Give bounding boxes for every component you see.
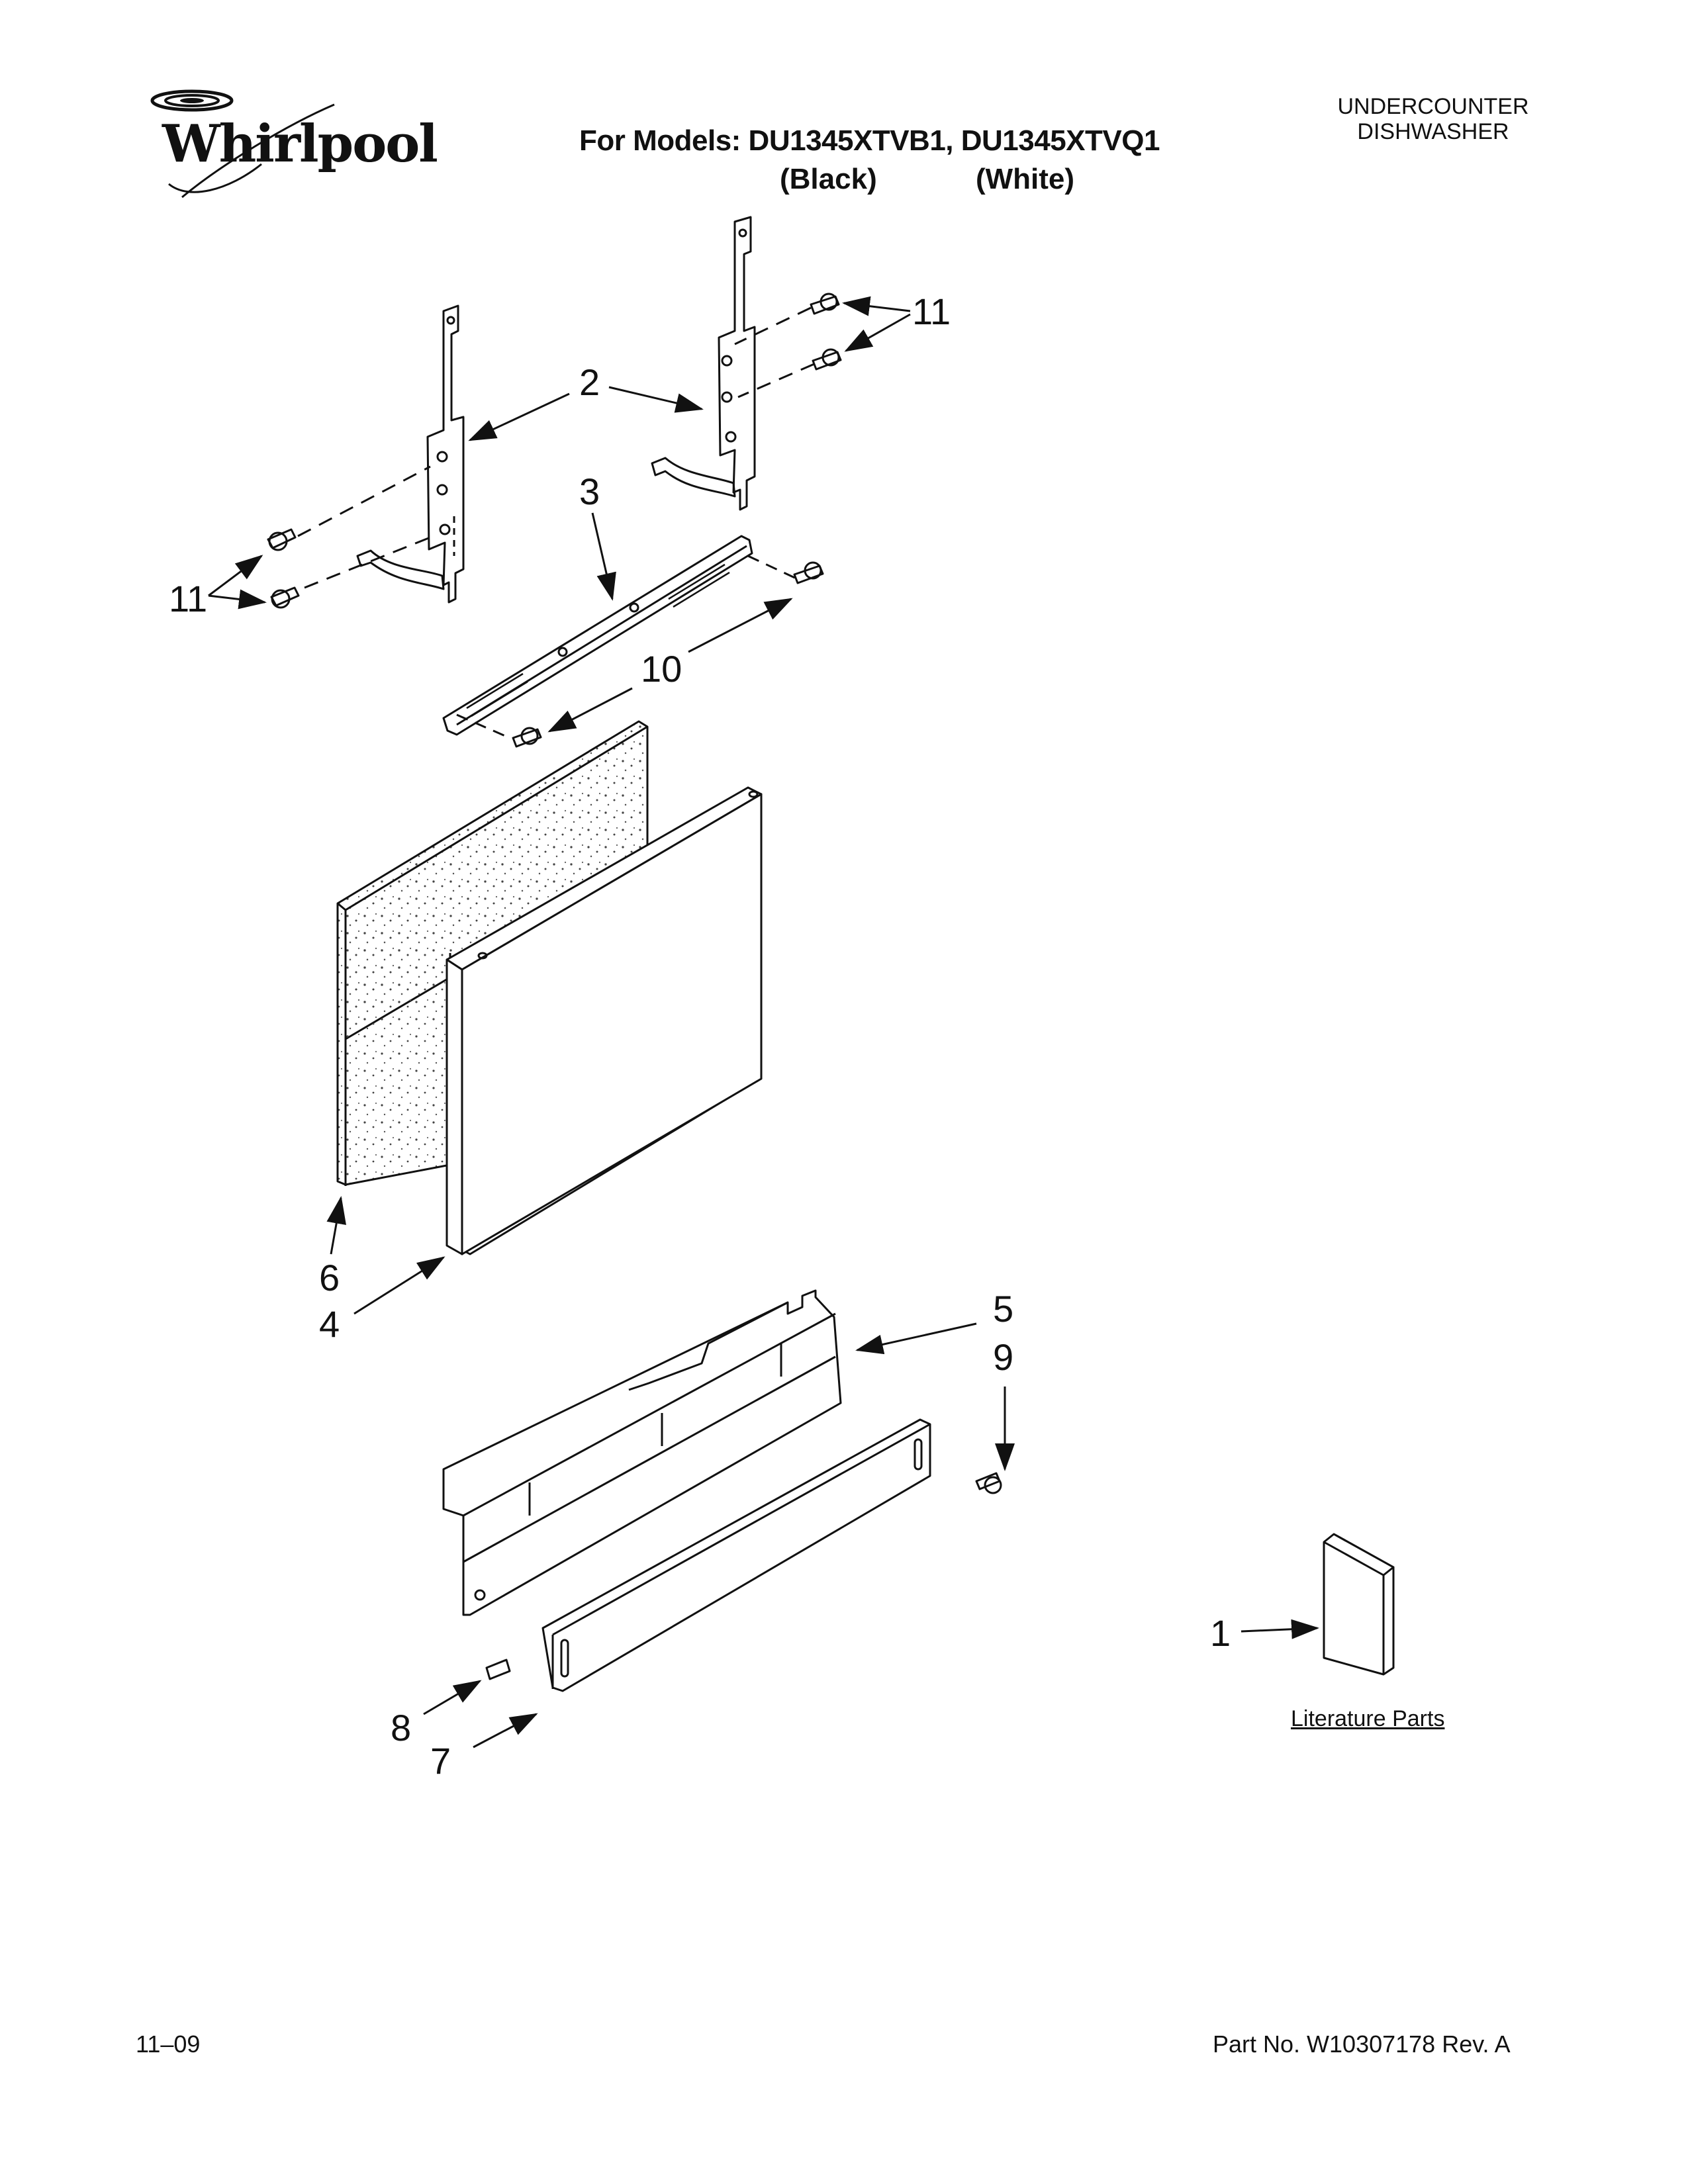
logo-swirl-icon — [150, 89, 335, 199]
callout-8: 8 — [391, 1707, 412, 1749]
toe-panel-clip — [485, 1659, 511, 1680]
color-label-black: (Black) — [780, 163, 877, 195]
leader-7 — [473, 1713, 538, 1749]
callout-10: 10 — [641, 648, 682, 690]
leader-1 — [1241, 1619, 1319, 1639]
leader-2-right — [608, 386, 704, 413]
leader-11-left-b — [208, 589, 267, 610]
footer-date: 11–09 — [136, 2030, 201, 2058]
callout-1: 1 — [1210, 1612, 1231, 1654]
screw-10-left — [512, 727, 542, 748]
footer-part-number: Part No. W10307178 Rev. A — [1213, 2030, 1511, 2058]
leader-6 — [326, 1196, 346, 1255]
screw-9 — [975, 1472, 1002, 1494]
callout-5: 5 — [993, 1288, 1014, 1330]
callout-9: 9 — [993, 1336, 1014, 1378]
door-outer-panel — [445, 786, 763, 1255]
screw-11-left-lower — [270, 586, 300, 609]
door-insulation-panel — [336, 720, 649, 1186]
leader-11-top-b — [844, 313, 911, 352]
door-top-rail — [442, 535, 753, 736]
leader-11-left-a — [208, 555, 263, 597]
whirlpool-logo: Whirlpool — [142, 85, 438, 201]
callout-3: 3 — [579, 471, 600, 512]
brand-wordmark: Whirlpool — [162, 114, 438, 174]
color-label-white: (White) — [976, 163, 1075, 195]
leader-4 — [353, 1256, 445, 1315]
screw-11-left-upper — [267, 528, 297, 551]
callout-2: 2 — [579, 361, 600, 403]
category-line-1: UNDERCOUNTER — [1337, 94, 1529, 119]
leader-2-left — [468, 392, 570, 441]
leader-3 — [591, 512, 616, 601]
product-category: UNDERCOUNTER DISHWASHER — [1314, 94, 1552, 144]
callout-11-top: 11 — [912, 291, 951, 332]
callout-7: 7 — [430, 1740, 451, 1782]
leader-10-right — [688, 598, 793, 653]
screw-11-right-upper — [810, 293, 840, 315]
screw-11-right-lower — [812, 348, 842, 371]
callout-4: 4 — [319, 1303, 340, 1345]
literature-parts-label: Literature Parts — [1291, 1706, 1445, 1731]
leader-10-left — [547, 687, 633, 733]
leader-11-top-a — [842, 296, 911, 316]
models-title: For Models: DU1345XTVB1, DU1345XTVQ1 — [579, 124, 1160, 157]
literature-book-icon — [1323, 1533, 1395, 1676]
toe-panel — [541, 1418, 931, 1692]
screw-10-right — [793, 561, 824, 584]
leader-5 — [855, 1322, 977, 1355]
callout-11-left: 11 — [169, 578, 208, 619]
category-line-2: DISHWASHER — [1357, 119, 1509, 144]
left-hinge-bracket — [356, 304, 465, 604]
leader-8 — [423, 1680, 482, 1715]
toe-panel-bracket — [442, 1289, 842, 1616]
callout-6: 6 — [319, 1257, 340, 1298]
right-hinge-bracket — [651, 216, 756, 511]
